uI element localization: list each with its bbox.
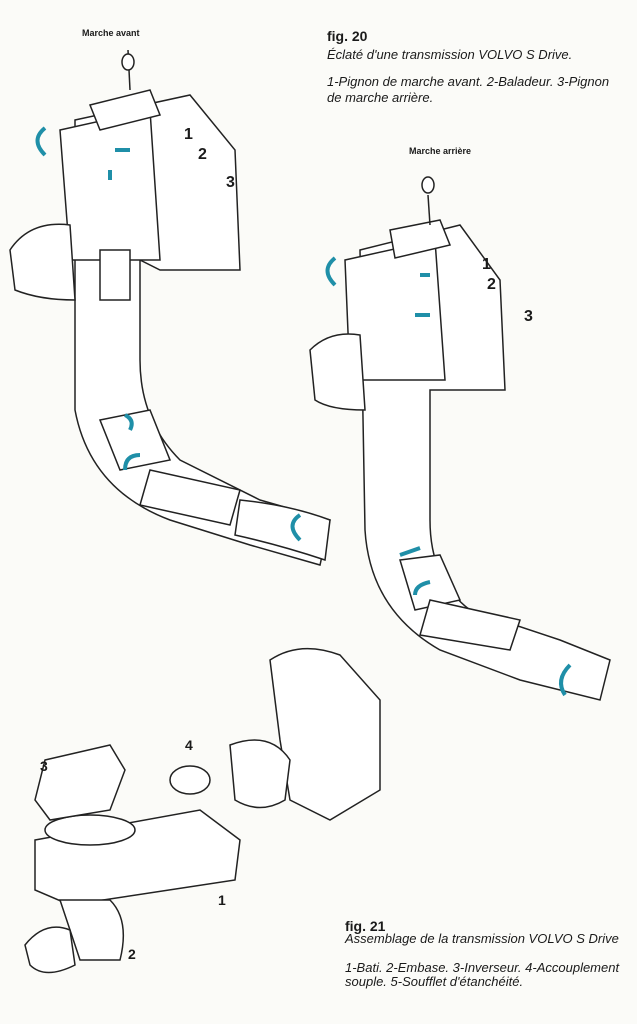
callout-assembly-3: 3 bbox=[40, 758, 48, 774]
fig20-title: fig. 20 bbox=[327, 28, 368, 44]
forward-label: Marche avant bbox=[82, 28, 140, 38]
callout-forward-3: 3 bbox=[226, 174, 235, 191]
reverse-label: Marche arrière bbox=[409, 146, 472, 156]
rotation-arrows bbox=[35, 126, 572, 697]
callout-reverse-3: 3 bbox=[524, 308, 533, 325]
callout-assembly-2: 2 bbox=[128, 946, 136, 962]
reverse-drive-illustration bbox=[309, 176, 611, 701]
fig21-subtitle: Assemblage de la transmission VOLVO S Dr… bbox=[345, 931, 619, 946]
fig21-legend-line2: souple. 5-Soufflet d'étanchéité. bbox=[345, 974, 524, 989]
callout-forward-1: 1 bbox=[184, 126, 193, 143]
assembly-illustration bbox=[24, 647, 381, 974]
fig20-subtitle: Éclaté d'une transmission VOLVO S Drive. bbox=[327, 47, 573, 62]
fig21-legend-line1: 1-Bati. 2-Embase. 3-Inverseur. 4-Accoupl… bbox=[345, 960, 620, 975]
fig20-legend-line2: de marche arrière. bbox=[327, 90, 434, 105]
callout-reverse-1: 1 bbox=[482, 256, 491, 273]
forward-drive-illustration bbox=[9, 49, 331, 566]
callout-reverse-2: 2 bbox=[487, 276, 496, 293]
callout-assembly-1: 1 bbox=[218, 892, 226, 908]
fig20-legend-line1: 1-Pignon de marche avant. 2-Baladeur. 3-… bbox=[327, 74, 610, 89]
callout-forward-2: 2 bbox=[198, 146, 207, 163]
callout-assembly-4: 4 bbox=[185, 737, 193, 753]
fig21-title: fig. 21 bbox=[345, 918, 386, 934]
